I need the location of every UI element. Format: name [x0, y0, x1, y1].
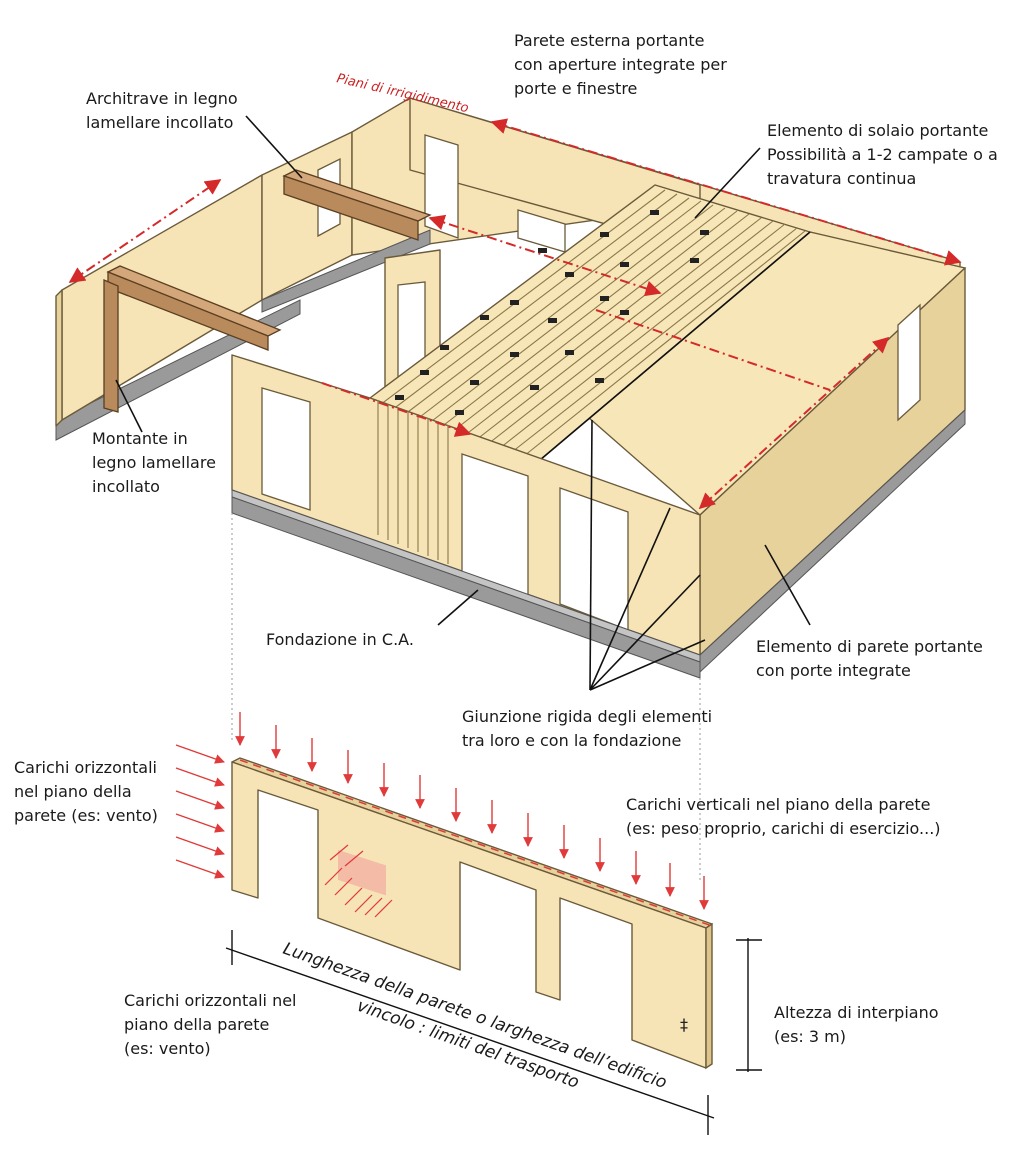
- label-carichi-orizz-top: Carichi orizzontali nel piano della pare…: [14, 758, 162, 825]
- label-giunzione: Giunzione rigida degli elementi tra loro…: [462, 707, 717, 750]
- front-left-door: [261, 387, 311, 511]
- label-carichi-orizz-bottom: Carichi orizzontali nel piano della pare…: [124, 991, 302, 1058]
- panel-edge: [705, 922, 713, 1070]
- length-dimension: [225, 930, 715, 1135]
- front-wall-slats: [377, 400, 449, 564]
- horizontal-load-arrows: [175, 744, 225, 879]
- left-wall-edge: [55, 289, 63, 427]
- label-carichi-verticali: Carichi verticali nel piano della parete…: [626, 795, 941, 838]
- label-fondazione: Fondazione in C.A.: [266, 630, 414, 649]
- glulam-post: [103, 279, 119, 413]
- leader-lines: [115, 115, 811, 691]
- back-door: [424, 134, 459, 239]
- panel-height-mark: ‡: [680, 1015, 688, 1034]
- panel-top-edge: [231, 757, 713, 929]
- panel-load-hatch: [324, 844, 393, 918]
- panel-face: [231, 761, 707, 1069]
- vertical-load-arrows: [235, 712, 709, 910]
- label-altezza: Altezza di interpiano (es: 3 m): [774, 1003, 944, 1046]
- label-montante: Montante in legno lamellare incollato: [92, 429, 221, 496]
- label-parete-esterna: Parete esterna portante con aperture int…: [514, 31, 732, 98]
- label-architrave: Architrave in legno lamellare incollato: [86, 89, 243, 132]
- label-elemento-parete: Elemento di parete portante con porte in…: [756, 637, 988, 680]
- right-side-door: [897, 303, 921, 422]
- label-elemento-solaio: Elemento di solaio portante Possibilità …: [767, 121, 1003, 188]
- height-dimension: [736, 938, 762, 1072]
- wall-panel: ‡: [175, 712, 762, 1135]
- label-lunghezza: Lunghezza della parete o larghezza dell’…: [280, 939, 669, 1093]
- stiffening-arrows: [68, 118, 962, 510]
- upper-lintel-front: [283, 175, 419, 241]
- building-3d: [55, 97, 967, 880]
